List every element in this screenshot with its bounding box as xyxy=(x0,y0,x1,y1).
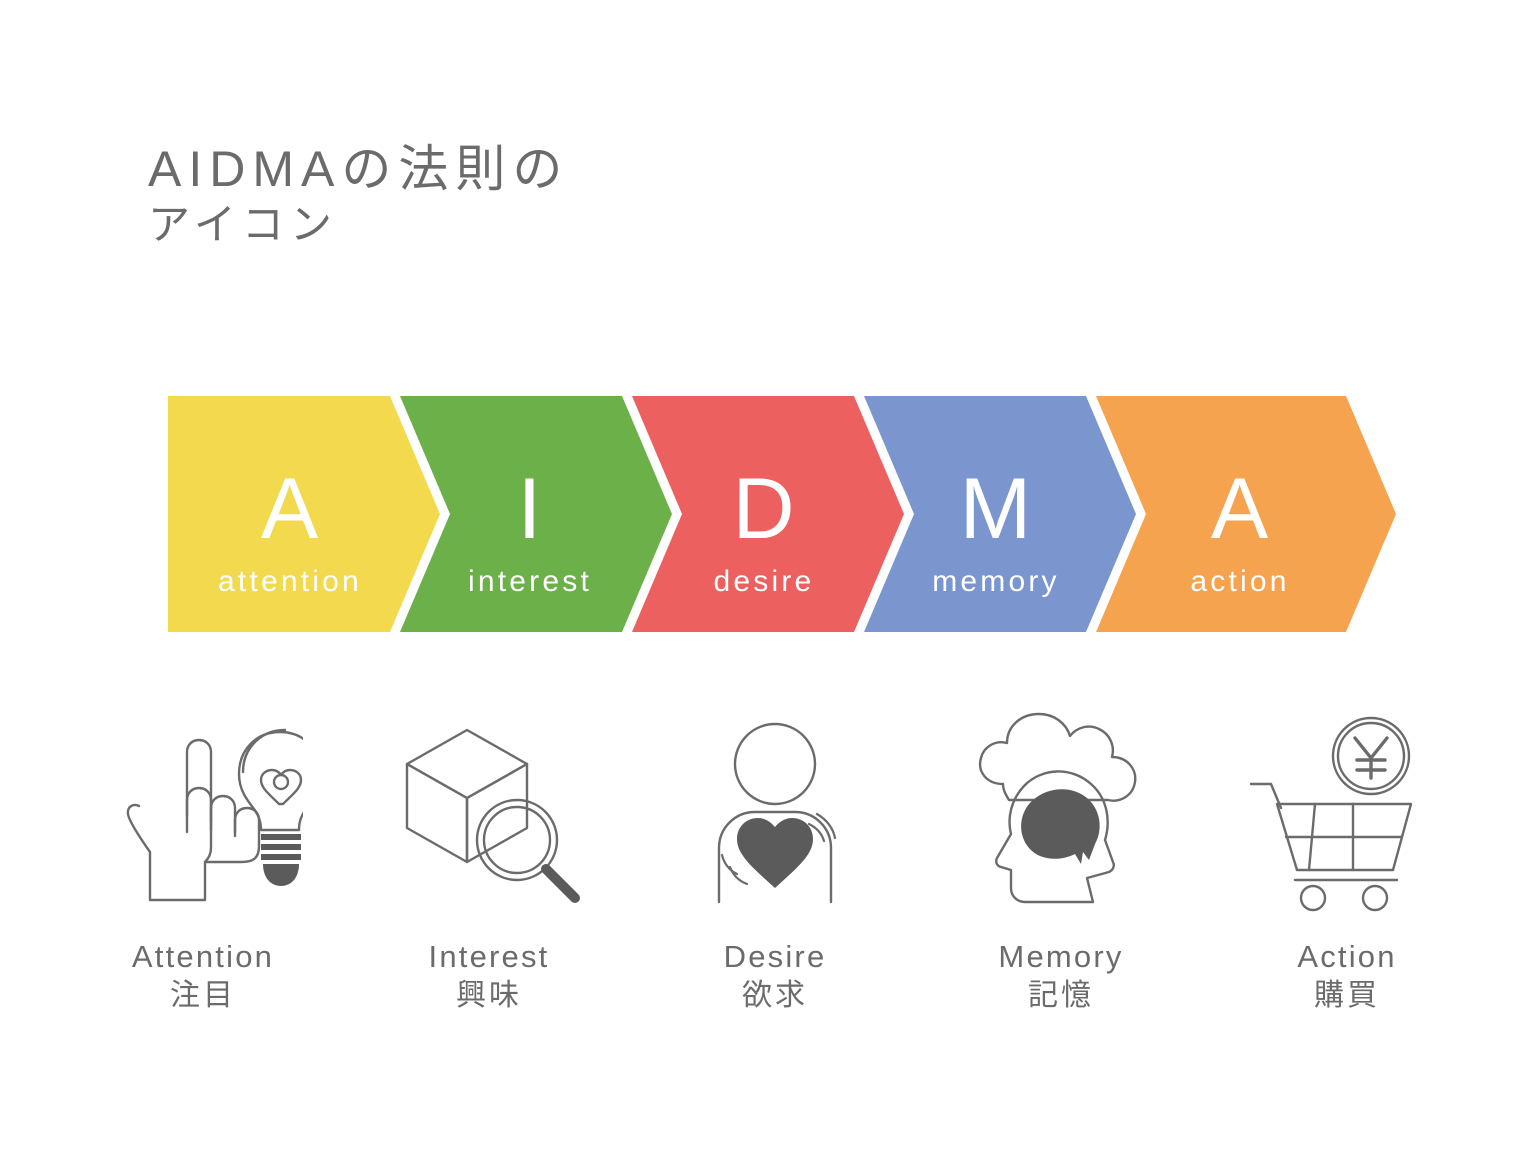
chevron-shape-interest xyxy=(400,396,672,632)
icon-label-ja-desire: 欲求 xyxy=(742,978,808,1012)
icon-labels-interest: Interest 興味 xyxy=(429,938,550,1015)
chevron-letter-desire: D xyxy=(732,461,795,557)
icon-cell-desire[interactable]: Desire 欲求 xyxy=(632,712,918,1015)
chevron-stage-memory[interactable]: M memory xyxy=(864,396,1136,632)
page-title-line-1: AIDMAの法則の xyxy=(148,141,570,197)
icon-label-ja-attention: 注目 xyxy=(169,978,236,1012)
head-brain-cloud-icon xyxy=(961,712,1161,912)
chevron-stage-action[interactable]: A action xyxy=(1096,396,1396,632)
icon-label-en-desire: Desire xyxy=(723,939,827,974)
icon-label-ja-interest: 興味 xyxy=(455,978,522,1012)
icon-cell-interest[interactable]: Interest 興味 xyxy=(346,712,632,1015)
icon-label-en-interest: Interest xyxy=(428,939,550,974)
icon-label-ja-memory: 記憶 xyxy=(1028,978,1094,1012)
icon-labels-memory: Memory 記憶 xyxy=(998,938,1123,1015)
chevron-word-memory: memory xyxy=(932,565,1060,598)
box-magnifier-icon xyxy=(389,712,589,912)
icon-label-en-action: Action xyxy=(1297,939,1397,974)
chevron-word-desire: desire xyxy=(714,565,815,598)
icon-labels-action: Action 購買 xyxy=(1297,938,1396,1015)
yen-coin-inner xyxy=(1336,721,1406,791)
chevron-stage-desire[interactable]: D desire xyxy=(632,396,904,632)
icon-label-en-attention: Attention xyxy=(131,939,275,974)
chevron-word-attention: attention xyxy=(218,565,362,598)
chevron-word-action: action xyxy=(1190,565,1289,598)
chevron-stage-interest[interactable]: I interest xyxy=(400,396,672,632)
yen-coin-outer xyxy=(1331,716,1411,796)
aidma-icon-row: Attention 注目 Interest 興味 xyxy=(60,712,1490,1042)
chevron-shape-memory xyxy=(864,396,1136,632)
chevron-shape-action xyxy=(1096,396,1396,632)
shopping-cart-yen-coin-icon xyxy=(1247,712,1447,912)
icon-label-en-memory: Memory xyxy=(998,939,1124,974)
person-heart-icon xyxy=(675,712,875,912)
chevron-letter-action: A xyxy=(1211,461,1269,557)
icon-cell-memory[interactable]: Memory 記憶 xyxy=(918,712,1204,1015)
icon-cell-attention[interactable]: Attention 注目 xyxy=(60,712,346,1015)
icon-cell-action[interactable]: Action 購買 xyxy=(1204,712,1490,1015)
chevron-word-interest: interest xyxy=(468,565,592,598)
chevron-letter-attention: A xyxy=(261,461,319,557)
pointing-hand-lightbulb-icon xyxy=(103,712,303,912)
page-title: AIDMAの法則の アイコン xyxy=(148,140,1048,252)
chevron-stage-attention[interactable]: A attention xyxy=(168,396,440,632)
icon-labels-desire: Desire 欲求 xyxy=(724,938,827,1015)
chevron-letter-memory: M xyxy=(960,461,1033,557)
chevron-shape-desire xyxy=(632,396,904,632)
chevron-shape-attention xyxy=(168,396,440,632)
page-title-line-2: アイコン xyxy=(148,201,338,248)
icon-label-ja-action: 購買 xyxy=(1313,978,1380,1012)
icon-labels-attention: Attention 注目 xyxy=(132,938,274,1015)
chevron-letter-interest: I xyxy=(518,461,543,557)
aidma-chevron-banner: A attention I interest D desire M memory… xyxy=(168,396,1396,632)
